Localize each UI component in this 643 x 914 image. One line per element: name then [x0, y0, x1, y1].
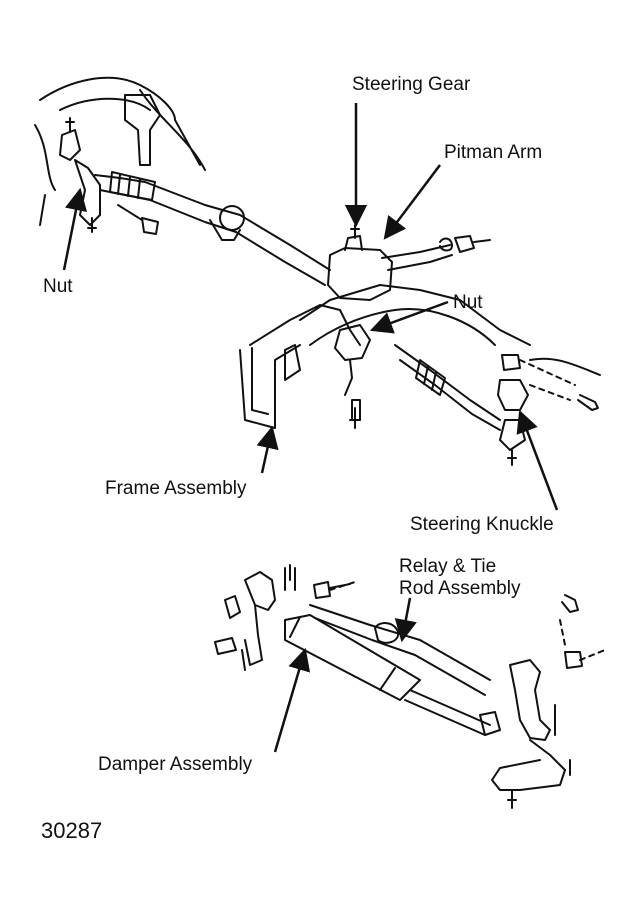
- left-ball-stud: [87, 217, 97, 233]
- knuckle-nut: [501, 354, 521, 371]
- label-frame-assembly: Frame Assembly: [105, 478, 247, 499]
- clamp-bolt: [117, 204, 159, 235]
- damper-rod: [404, 689, 491, 736]
- label-nut-left: Nut: [43, 276, 73, 297]
- right-body-curve: [529, 357, 601, 376]
- center-ball-joint: [334, 324, 371, 421]
- arrow-damper-assembly: [273, 647, 311, 753]
- cotter-pin: [577, 394, 599, 411]
- upper-bracket: [124, 94, 161, 166]
- body-outline: [34, 76, 206, 226]
- bracket-pins: [284, 564, 296, 591]
- knuckle-dashes: [519, 359, 576, 401]
- center-joint-stud: [209, 219, 241, 241]
- right-end-stud: [554, 704, 571, 776]
- left-dash-line: [329, 581, 356, 591]
- upper-steering-assembly: [34, 76, 601, 466]
- label-damper-assembly: Damper Assembly: [98, 754, 253, 775]
- arrow-nut-center: [369, 300, 449, 334]
- pitman-washer: [439, 237, 453, 252]
- right-lower-link: [491, 739, 566, 791]
- tie-rod-sleeve: [109, 171, 156, 201]
- label-relay-tie-rod-line2: Rod Assembly: [399, 578, 521, 599]
- label-steering-knuckle: Steering Knuckle: [410, 514, 554, 535]
- knuckle-ball-joint: [497, 379, 529, 451]
- right-sleeve: [415, 359, 446, 396]
- lower-stud: [349, 407, 361, 429]
- arrow-relay-tie-rod: [394, 597, 417, 643]
- knuckle-stud: [507, 449, 517, 466]
- center-joint: [219, 205, 245, 231]
- pitman-nut: [454, 235, 491, 253]
- arrow-nut-left: [62, 187, 88, 271]
- figure-number: 30287: [41, 818, 103, 843]
- label-nut-center: Nut: [453, 292, 483, 313]
- arrow-pitman-arm: [383, 164, 441, 240]
- label-relay-tie-rod-line1: Relay & Tie: [399, 556, 497, 577]
- left-stud: [65, 117, 75, 133]
- upper-tie-rod: [94, 174, 331, 286]
- right-tie-rod: [394, 344, 501, 431]
- leader-arrows: [62, 103, 559, 753]
- damper-cylinder: [284, 614, 421, 701]
- right-nut-lower: [564, 651, 583, 669]
- left-bracket: [244, 571, 276, 666]
- label-steering-gear: Steering Gear: [352, 74, 471, 95]
- right-idler-arm: [509, 659, 551, 741]
- frame-rail: [299, 284, 531, 346]
- right-lower-stud: [507, 789, 517, 809]
- label-pitman-arm: Pitman Arm: [444, 142, 543, 163]
- left-idler-arm: [59, 129, 101, 226]
- relay-rod: [309, 604, 491, 696]
- frame-crossmember: [239, 304, 361, 429]
- right-dash-line: [559, 619, 606, 661]
- arrow-frame-assembly: [256, 425, 279, 474]
- arrow-steering-knuckle: [516, 409, 559, 511]
- damper-end: [479, 711, 501, 736]
- left-ball-stud-lower: [214, 595, 246, 671]
- right-cotter: [561, 594, 579, 613]
